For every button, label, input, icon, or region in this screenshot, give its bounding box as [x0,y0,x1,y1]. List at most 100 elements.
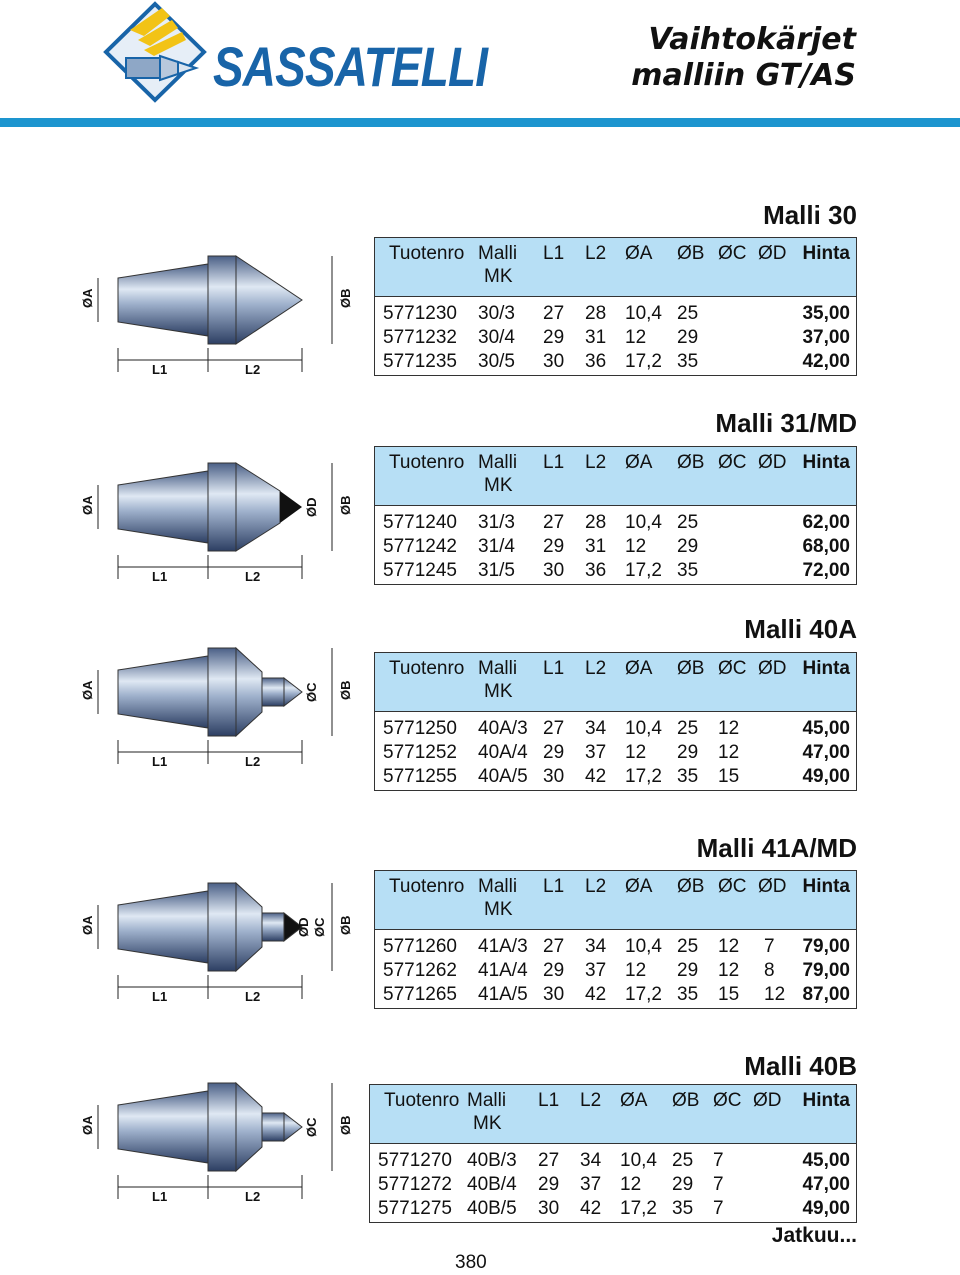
column-header-d: ØD [758,452,787,473]
label-b: ØB [338,681,353,701]
cell-a: 17,2 [625,560,662,581]
column-header-a: ØA [625,243,653,264]
section-title: Malli 41A/MD [696,833,857,863]
cell-l2: 42 [585,766,607,787]
label-b: ØB [338,496,353,516]
column-header-c: ØC [718,658,747,679]
section-title: Malli 31/MD [715,408,857,438]
cell-code: 5771250 [383,718,457,739]
column-header-b: ØB [677,658,705,679]
column-header-d: ØD [758,243,787,264]
cell-model: 40A/5 [478,766,528,787]
cell-c: 12 [718,936,740,957]
column-header-c: ØC [718,243,747,264]
column-header-l1: L1 [538,1090,560,1111]
cell-c: 15 [718,766,740,787]
cell-b: 25 [677,718,699,739]
cell-price: 45,00 [802,718,850,739]
cell-l2: 34 [580,1150,602,1171]
cell-c: 12 [718,960,740,981]
cell-a: 17,2 [625,351,662,372]
cell-model: 30/4 [478,327,515,348]
page-title-line2: malliin GT/AS [631,58,856,93]
cell-l2: 34 [585,718,607,739]
cell-code: 5771235 [383,351,457,372]
shank-shape [117,655,209,729]
column-header-code: Tuotenro [389,876,465,897]
cell-b: 35 [677,351,699,372]
label-l2: L2 [245,1189,260,1204]
cone-shape [235,881,263,973]
body-shape [207,882,237,972]
continued-note: Jatkuu... [771,1224,857,1247]
cell-price: 49,00 [802,766,850,787]
body-shape [207,1082,237,1172]
label-a: ØA [80,1115,95,1135]
column-header-price: Hinta [802,243,851,264]
column-header-b: ØB [672,1090,700,1111]
label-b: ØB [338,1116,353,1136]
cell-l2: 37 [585,742,607,763]
cell-price: 37,00 [802,327,850,348]
label-c: ØC [312,917,327,937]
cell-a: 10,4 [625,512,662,533]
shank-shape [117,470,209,544]
shank-shape [117,1090,209,1164]
label-d: ØD [304,498,319,518]
column-header-model: Malli [478,243,518,264]
cell-model: 41A/5 [478,984,528,1005]
cell-c: 7 [713,1174,724,1195]
cone-shape [235,646,263,738]
cell-b: 35 [672,1198,694,1219]
cell-l2: 42 [585,984,607,1005]
cell-l1: 27 [538,1150,560,1171]
column-header-code: Tuotenro [389,243,465,264]
cell-a: 17,2 [625,766,662,787]
label-l2: L2 [245,569,260,584]
label-a: ØA [80,495,95,515]
cell-b: 25 [677,936,699,957]
column-header-b: ØB [677,876,705,897]
label-l2: L2 [245,754,260,769]
carbide-tip-shape [280,491,302,523]
label-a: ØA [80,680,95,700]
cell-model: 40B/5 [467,1198,517,1219]
column-header-model-sub: MK [484,266,513,287]
cell-l1: 27 [543,303,565,324]
cell-a: 12 [620,1174,642,1195]
pilot-shape [261,1112,285,1142]
cell-l1: 27 [543,512,565,533]
cell-b: 29 [672,1174,694,1195]
cell-a: 12 [625,536,647,557]
label-l1: L1 [152,362,167,377]
column-header-code: Tuotenro [389,658,465,679]
cell-code: 5771272 [378,1174,452,1195]
cell-model: 31/4 [478,536,515,557]
cell-c: 15 [718,984,740,1005]
body-shape [207,255,237,345]
cell-price: 42,00 [802,351,850,372]
cell-b: 29 [677,960,699,981]
cell-price: 49,00 [802,1198,850,1219]
cell-model: 30/3 [478,303,515,324]
cell-model: 40A/3 [478,718,528,739]
cell-b: 29 [677,327,699,348]
cell-price: 47,00 [802,742,850,763]
column-header-model-sub: MK [484,681,513,702]
cell-model: 31/5 [478,560,515,581]
label-a: ØA [80,915,95,935]
label-l2: L2 [245,989,260,1004]
